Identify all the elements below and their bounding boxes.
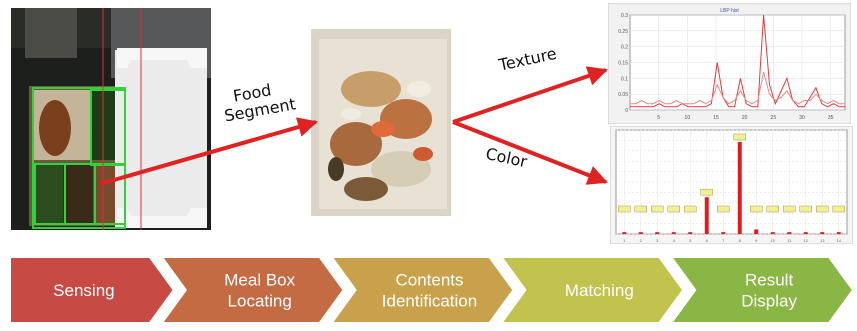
x-tick-label: 14	[837, 238, 842, 243]
data-label	[816, 206, 828, 212]
bar	[721, 232, 725, 234]
pipeline-stage-label: Meal Box	[224, 271, 295, 290]
bar	[820, 232, 824, 234]
bar	[754, 229, 758, 234]
pipeline-stage-label: Matching	[565, 281, 634, 300]
x-tick-label: 12	[804, 238, 809, 243]
bar	[804, 232, 808, 234]
bar	[672, 232, 676, 234]
bar	[787, 232, 791, 234]
data-label	[800, 206, 812, 212]
bar	[837, 232, 841, 234]
data-label	[767, 206, 779, 212]
data-label	[701, 189, 713, 195]
bar	[705, 197, 709, 234]
pipeline-stage-label: Identification	[382, 292, 477, 311]
texture-histogram-chart: LBP hist 0.3 0.25 0.2 0.15 0.1 0.05 0 5 10 15 20 25 3…	[608, 3, 851, 124]
y-tick-label: 0.15	[618, 61, 628, 67]
texture-arrow	[453, 70, 606, 122]
pipeline-stage-label: Contents	[395, 271, 463, 290]
data-label	[734, 134, 746, 140]
data-label	[750, 206, 762, 212]
x-tick-label: 20	[742, 115, 748, 121]
x-tick-label: 10	[685, 115, 691, 121]
bar	[622, 232, 626, 234]
y-tick-label: 0.1	[621, 76, 628, 82]
x-tick-label: 10	[771, 238, 776, 243]
data-label	[651, 206, 663, 212]
pipeline-stage-2	[162, 257, 344, 323]
pipeline-stage-label: Result	[745, 271, 793, 290]
pipeline-stage-3	[332, 257, 514, 323]
bar	[688, 232, 692, 234]
segment-arrow	[100, 122, 316, 184]
data-label	[833, 206, 845, 212]
bar	[738, 142, 742, 234]
y-tick-label: 0.3	[621, 13, 628, 19]
y-tick-label: 0.2	[621, 45, 628, 51]
data-label	[783, 206, 795, 212]
x-tick-label: 5	[657, 115, 660, 121]
chart-title: LBP hist	[720, 8, 739, 14]
data-label	[684, 206, 696, 212]
x-tick-label: 25	[771, 115, 777, 121]
data-label	[635, 206, 647, 212]
pipeline-stage-label: Display	[741, 292, 797, 311]
pipeline-stage-label: Locating	[228, 292, 292, 311]
data-label	[668, 206, 680, 212]
color-arrow	[453, 122, 606, 182]
y-tick-label: 0	[625, 108, 628, 114]
data-label	[717, 206, 729, 212]
bar	[639, 232, 643, 234]
pipeline-stage-label: Sensing	[53, 281, 114, 300]
x-tick-label: 30	[799, 115, 805, 121]
y-tick-label: 0.05	[618, 92, 628, 98]
bar	[771, 232, 775, 234]
pipeline-stage-5	[671, 257, 853, 323]
y-tick-label: 0.25	[618, 29, 628, 35]
x-tick-label: 15	[713, 115, 719, 121]
x-tick-label: 35	[828, 115, 834, 121]
x-tick-label: 13	[820, 238, 825, 243]
bar	[655, 232, 659, 234]
data-label	[618, 206, 630, 212]
